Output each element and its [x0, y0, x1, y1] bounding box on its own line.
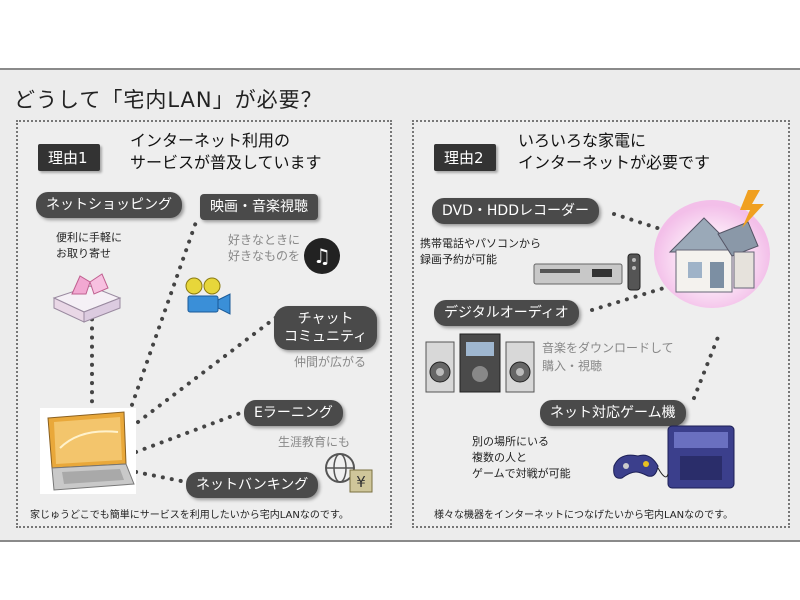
chat-label-line1: チャット	[297, 311, 354, 327]
page-title: どうして「宅内LAN」が必要？	[14, 88, 323, 112]
dots-banking	[134, 470, 188, 484]
dots-chat	[136, 310, 285, 424]
dvd-recorder-icon	[533, 253, 641, 291]
reason1-badge: 理由1	[38, 144, 100, 171]
movie-label: 映画・音楽視聴	[200, 194, 318, 220]
audio-system-icon	[425, 333, 535, 393]
shopping-note-line1: 便利に手軽に	[56, 231, 122, 244]
laptop-icon	[47, 411, 135, 491]
shopping-box-icon	[52, 273, 122, 323]
shopping-note-line2: お取り寄せ	[56, 247, 111, 260]
banking-label: ネットバンキング	[186, 472, 319, 498]
chat-label: チャット コミュニティ	[274, 306, 378, 350]
reason2-footer: 様々な機器をインターネットにつなげたいから宅内LANなのです。	[434, 510, 734, 521]
reason1-footer: 家じゅうどこでも簡単にサービスを利用したいから宅内LANなのです。	[30, 510, 349, 521]
slide: どうして「宅内LAN」が必要？ 理由1 インターネット利用の サービスが普及して…	[0, 68, 800, 542]
yen-symbol: ¥	[356, 473, 366, 491]
dots-movie	[124, 220, 198, 424]
game-note-line1: 別の場所にいる	[472, 435, 549, 448]
dots-audio	[590, 286, 666, 312]
game-label: ネット対応ゲーム機	[540, 400, 686, 426]
globe-yen-icon: ¥	[325, 453, 373, 493]
dvd-label: DVD・HDDレコーダー	[432, 198, 599, 224]
dvd-note-line2: 録画予約が可能	[420, 253, 497, 266]
reason2-heading-line1: いろいろな家電に	[518, 131, 647, 150]
game-console-icon	[613, 425, 735, 489]
reason1-heading-line1: インターネット利用の	[130, 131, 291, 150]
film-projector-icon	[185, 277, 231, 315]
laptop-image	[40, 408, 136, 494]
reason2-badge: 理由2	[434, 144, 496, 171]
reason2-panel: 理由2 いろいろな家電に インターネットが必要です DVD・HDDレコーダー 携…	[412, 120, 790, 528]
movie-note-line1: 好きなときに	[228, 233, 301, 247]
dvd-note-line1: 携帯電話やパソコンから	[420, 237, 541, 250]
audio-label: デジタルオーディオ	[434, 300, 579, 326]
house-icon	[654, 190, 770, 308]
chat-note: 仲間が広がる	[294, 355, 367, 369]
shopping-label: ネットショッピング	[36, 192, 182, 218]
reason2-heading-line2: インターネットが必要です	[518, 153, 711, 172]
elearning-label: Eラーニング	[244, 400, 343, 426]
audio-note-line2: 購入・視聴	[542, 359, 603, 373]
movie-note-line2: 好きなものを	[228, 249, 301, 263]
audio-note-line1: 音楽をダウンロードして	[542, 341, 674, 355]
game-note-line3: ゲームで対戦が可能	[472, 467, 571, 480]
reason1-panel: 理由1 インターネット利用の サービスが普及しています ネットショッピング 便利…	[16, 120, 392, 528]
chat-label-line2: コミュニティ	[284, 329, 368, 345]
dots-elearning	[134, 410, 245, 454]
dots-game	[692, 330, 722, 400]
music-note-icon: ♫	[304, 238, 340, 274]
connection-dots	[90, 220, 285, 484]
elearning-note: 生涯教育にも	[278, 435, 351, 449]
reason1-heading-line2: サービスが普及しています	[130, 153, 322, 172]
game-note-line2: 複数の人と	[472, 451, 527, 464]
svg-text:♫: ♫	[313, 244, 331, 268]
